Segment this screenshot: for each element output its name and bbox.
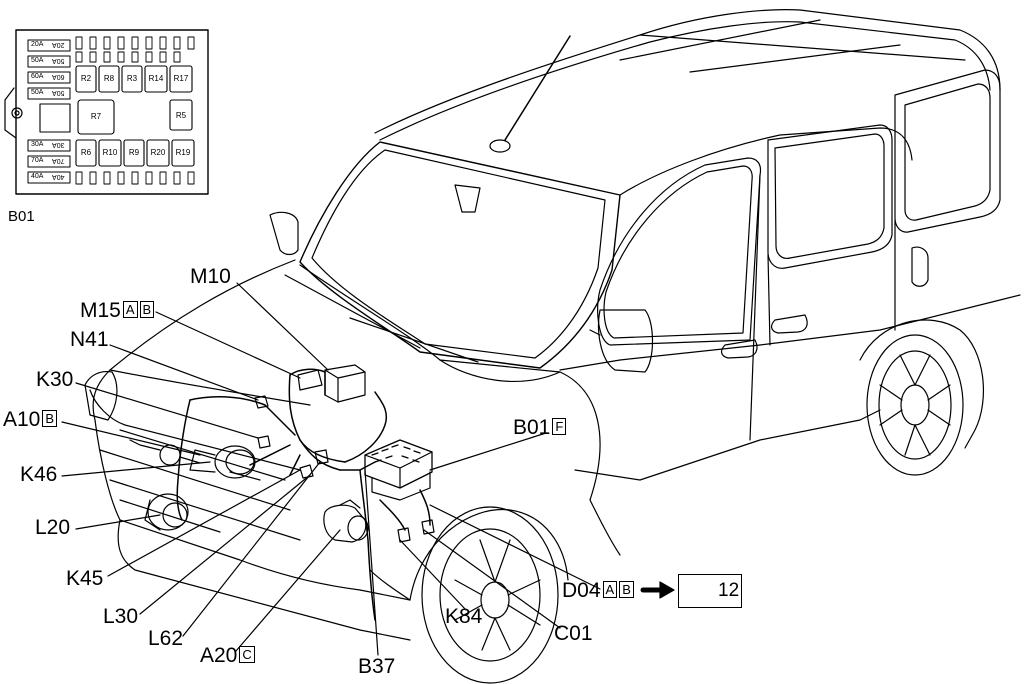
label-k30: K30 [36,368,74,391]
fuse-label-6r: 70A [52,157,65,164]
leader-lines [61,282,601,656]
relay-r2: R2 [80,74,92,83]
label-d04-box-a: A [602,581,618,598]
label-a20-text: A20 [200,644,238,667]
label-b01-text: B01 [513,416,551,439]
reference-box [678,574,742,608]
label-d04-text: D04 [562,579,601,602]
fusebox-inset [4,29,209,195]
label-m15-text: M15 [80,299,121,322]
fuse-label-5r: 30A [52,141,65,148]
fuse-label-6: 70A [31,157,44,164]
relay-r8: R8 [103,74,115,83]
relay-r5: R5 [175,111,187,120]
label-k84: K84 [445,605,483,628]
label-l62: L62 [148,627,184,650]
fuse-label-4: 50A [31,89,44,96]
relay-r19: R19 [175,148,191,157]
relay-r7: R7 [90,112,102,121]
fuse-label-4r: 50A [52,89,65,96]
fuse-label-7r: 40A [52,173,65,180]
label-b01-box: F [552,418,567,435]
label-n41: N41 [70,328,109,351]
arrow-head [659,581,675,599]
label-c01: C01 [554,622,593,645]
fuse-label-1r: 20A [52,41,65,48]
fuse-label-2: 50A [31,57,44,64]
fuse-label-7: 40A [31,173,44,180]
relay-r3: R3 [126,74,138,83]
fuse-label-2r: 50A [52,57,65,64]
fuse-label-1: 20A [31,41,44,48]
relay-r10: R10 [102,148,118,157]
label-d04-box-b: B [619,581,634,598]
fusebox-caption: B01 [8,208,35,225]
relay-r17: R17 [173,74,189,83]
relay-r20: R20 [150,148,166,157]
label-k45: K45 [66,567,104,590]
label-m15-box-b: B [139,301,155,318]
components [144,364,435,543]
wiring-harness [176,368,431,621]
label-b37: B37 [358,655,396,678]
reference-page-number: 12 [718,580,740,601]
label-m15-box-a: A [122,301,138,318]
label-l20: L20 [35,516,71,539]
van-body [84,9,1021,684]
label-k46: K46 [20,463,58,486]
fuse-label-5: 30A [31,141,44,148]
relay-r9: R9 [128,148,140,157]
label-a10-text: A10 [3,408,41,431]
label-m10: M10 [190,265,231,288]
label-a20-box: C [239,646,255,663]
fuse-label-3: 60A [31,73,44,80]
label-a10-box: B [42,410,58,427]
relay-r6: R6 [80,148,92,157]
fuse-label-3r: 60A [52,73,65,80]
label-l30: L30 [103,605,139,628]
relay-r14: R14 [148,74,164,83]
